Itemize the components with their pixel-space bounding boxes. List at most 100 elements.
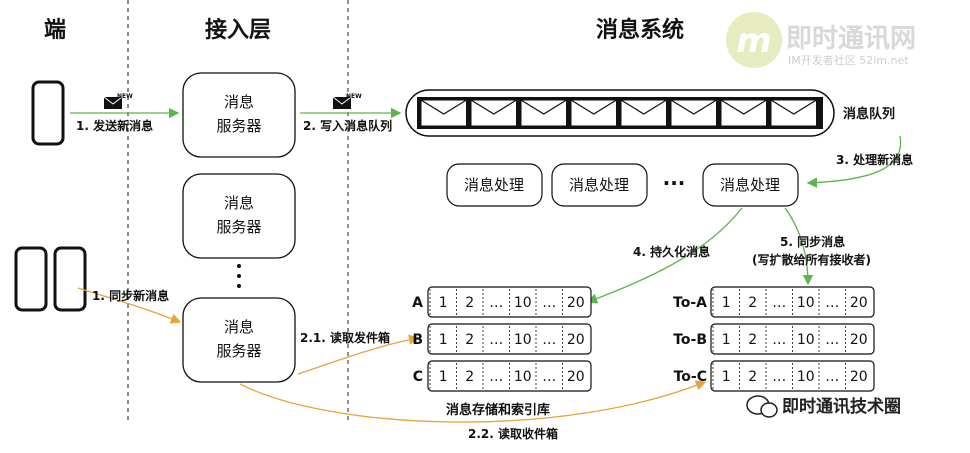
title-access-layer: 接入层 <box>205 18 271 43</box>
svg-text:消息处理: 消息处理 <box>569 176 629 194</box>
processing-box: 消息处理 <box>551 163 648 207</box>
inbox-cell: 10 <box>797 332 815 348</box>
storage-cell: … <box>489 332 503 348</box>
phone-icon <box>53 246 87 312</box>
arrow-persist <box>586 207 743 304</box>
row-label: To-A <box>673 295 707 311</box>
inbox-cell: 20 <box>850 295 868 311</box>
storage-cell: 2 <box>465 332 474 348</box>
wechat-icon <box>746 395 778 418</box>
arrow-sync-new <box>77 287 182 324</box>
queue-envelope-icon <box>620 99 667 127</box>
storage-cell: 1 <box>439 332 448 348</box>
label-write-queue: 2. 写入消息队列 <box>303 118 392 133</box>
inbox-cell: 20 <box>850 332 868 348</box>
row-label: C <box>413 369 423 385</box>
storage-cell: 1 <box>439 295 448 311</box>
queue-envelope-icon <box>520 99 567 127</box>
watermark-wechat: 即时通讯技术圈 <box>782 396 901 417</box>
row-label: To-C <box>674 369 707 385</box>
inbox-cell: 1 <box>722 332 731 348</box>
label-storage: 消息存储和索引库 <box>446 402 550 418</box>
title-message-system: 消息系统 <box>596 17 684 43</box>
inbox-cell: 20 <box>850 369 868 385</box>
svg-text:m: m <box>736 21 771 61</box>
svg-text:消息处理: 消息处理 <box>720 176 780 194</box>
arrow-read-inbox <box>239 380 707 423</box>
inbox-cell: 1 <box>722 295 731 311</box>
phone-icon <box>14 246 48 312</box>
message-server-box: 消息 服务器 <box>182 72 296 158</box>
svg-text:消息处理: 消息处理 <box>464 176 524 194</box>
queue-envelope-icon <box>470 99 517 127</box>
message-server-box: 消息 服务器 <box>182 173 296 259</box>
label-send-new: 1. 发送新消息 <box>76 118 153 133</box>
watermark-sub: IM开发者社区 52im.net <box>788 53 909 67</box>
inbox-cell: … <box>825 369 839 385</box>
vertical-ellipsis <box>237 264 241 288</box>
processing-box: 消息处理 <box>702 163 799 207</box>
storage-cell: 20 <box>567 369 585 385</box>
label-process-new: 3. 处理新消息 <box>836 152 913 167</box>
watermark-logo: m <box>726 12 782 68</box>
label-persist: 4. 持久化消息 <box>633 244 710 259</box>
storage-cell: 1 <box>439 369 448 385</box>
label-sync-line2: (写扩散给所有接收者) <box>752 252 871 267</box>
inbox-cell: 2 <box>748 295 757 311</box>
row-label: To-B <box>673 332 707 348</box>
svg-text:消息: 消息 <box>224 194 254 212</box>
storage-cell: 20 <box>567 295 585 311</box>
title-client: 端 <box>44 18 66 43</box>
row-label: A <box>412 295 423 311</box>
inbox-cell: 10 <box>797 369 815 385</box>
queue-envelope-icon <box>770 99 817 127</box>
arrow-sync <box>784 207 814 286</box>
storage-cell: 20 <box>567 332 585 348</box>
inbox-cell: 2 <box>748 369 757 385</box>
inbox-row: To-C 1 2 … 10 … 20 <box>674 360 875 392</box>
message-queue <box>405 89 835 137</box>
storage-cell: … <box>489 295 503 311</box>
label-read-outbox: 2.1. 读取发件箱 <box>300 330 390 345</box>
storage-cell: 10 <box>514 332 532 348</box>
storage-cell: … <box>489 369 503 385</box>
queue-envelope-icon <box>570 99 617 127</box>
queue-envelope-icon <box>720 99 767 127</box>
processing-ellipsis: ··· <box>663 171 686 195</box>
inbox-cell: … <box>825 332 839 348</box>
storage-cell: 10 <box>514 369 532 385</box>
label-sync-line1: 5. 同步消息 <box>780 234 845 249</box>
svg-text:服务器: 服务器 <box>216 218 261 236</box>
storage-cell: … <box>542 332 556 348</box>
inbox-cell: … <box>772 295 786 311</box>
row-label: B <box>412 332 423 348</box>
label-queue: 消息队列 <box>843 106 895 122</box>
label-read-inbox: 2.2. 读取收件箱 <box>468 426 558 441</box>
inbox-cell: 1 <box>722 369 731 385</box>
arrow-read-outbox <box>297 334 420 375</box>
queue-envelope-icon <box>670 99 717 127</box>
phone-icon <box>31 80 65 146</box>
queue-envelope-icon <box>420 99 467 127</box>
label-sync-new: 1. 同步新消息 <box>92 288 169 303</box>
storage-cell: 10 <box>514 295 532 311</box>
new-tag: NEW <box>346 93 362 100</box>
processing-box: 消息处理 <box>446 163 543 207</box>
watermark-brand: 即时通讯网 <box>786 24 916 54</box>
new-tag: NEW <box>117 93 133 100</box>
svg-text:消息: 消息 <box>224 93 254 111</box>
envelope-icon <box>332 96 352 109</box>
svg-text:服务器: 服务器 <box>216 117 261 135</box>
inbox-cell: … <box>772 369 786 385</box>
message-server-box: 消息 服务器 <box>182 297 296 383</box>
storage-cell: … <box>542 295 556 311</box>
